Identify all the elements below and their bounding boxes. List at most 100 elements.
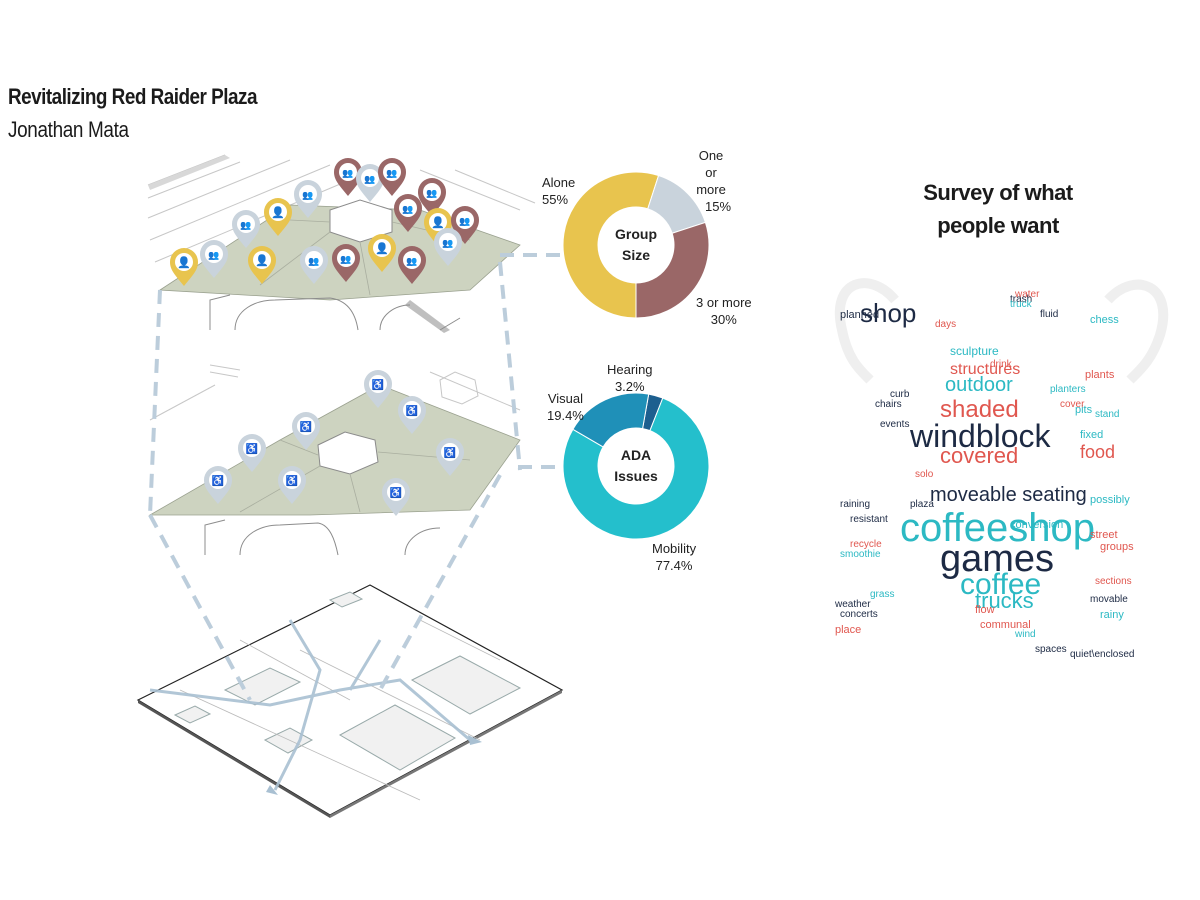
svg-text:👤: 👤 [375, 242, 389, 255]
svg-text:♿: ♿ [286, 474, 298, 487]
slice-label-one-or-more: One or more 15% [694, 147, 740, 215]
svg-text:👥: 👥 [240, 220, 251, 230]
word-cloud-term: possibly [1090, 494, 1130, 506]
word-cloud-term: street [1090, 529, 1118, 541]
donut-slice-visual[interactable] [572, 392, 650, 448]
word-cloud-term: pits [1075, 404, 1093, 416]
survey-title: Survey of what people want [900, 176, 1096, 242]
word-cloud-term: trucks [975, 588, 1034, 613]
slice-label-value: 3.2% [614, 379, 645, 394]
svg-text:♿: ♿ [390, 486, 402, 499]
svg-text:👤: 👤 [271, 206, 285, 219]
ada-center-label: ADA Issues [596, 445, 676, 487]
large-group-pin[interactable]: 👥 [332, 244, 360, 282]
accessibility-pin[interactable]: ♿ [436, 438, 464, 476]
slice-label-value: 55% [542, 192, 569, 207]
large-group-pin[interactable]: 👥 [394, 194, 422, 232]
accessibility-pin[interactable]: ♿ [292, 412, 320, 450]
slice-label-value: 15% [704, 199, 732, 214]
word-cloud-term: truck [1010, 299, 1032, 310]
word-cloud-term: conversion [1010, 519, 1064, 531]
word-cloud-term: shaded [940, 396, 1019, 423]
small-group-pin[interactable]: 👥 [200, 240, 228, 278]
alone-pin[interactable]: 👤 [248, 246, 276, 284]
word-cloud-term: cover [1060, 399, 1085, 410]
donut-slice-mobility[interactable] [562, 397, 710, 540]
svg-text:👤: 👤 [431, 216, 445, 229]
word-cloud-term: food [1080, 442, 1116, 462]
center-label-line: Issues [614, 468, 658, 484]
alone-pin[interactable]: 👤 [170, 248, 198, 286]
large-group-pin[interactable]: 👥 [418, 178, 446, 216]
word-cloud-term: flow [975, 604, 995, 616]
svg-text:👤: 👤 [255, 254, 269, 267]
word-cloud-term: chess [1090, 314, 1119, 326]
svg-text:👥: 👥 [340, 254, 351, 264]
slice-label-mobility: Mobility 77.4% [652, 540, 696, 574]
word-cloud-term: planned [840, 309, 880, 321]
word-cloud-term: chairs [875, 399, 902, 410]
slice-label-3-or-more: 3 or more 30% [696, 294, 752, 328]
word-cloud-term: recycle [850, 539, 882, 550]
large-group-pin[interactable]: 👥 [378, 158, 406, 196]
alone-pin[interactable]: 👤 [368, 234, 396, 272]
word-cloud-term: movable [1090, 594, 1128, 605]
ada-pins: ♿ ♿ ♿ ♿ ♿ ♿ ♿ ♿ [204, 370, 464, 516]
small-group-pin[interactable]: 👥 [294, 180, 322, 218]
word-cloud-term: concerts [840, 609, 878, 620]
word-cloud-term: rainy [1100, 609, 1124, 621]
alone-pin[interactable]: 👤 [424, 208, 452, 246]
slice-label-value: 19.4% [547, 408, 584, 423]
donut-slice-alone[interactable] [562, 171, 660, 319]
survey-title-line: people want [937, 213, 1059, 238]
word-cloud-term: smoothie [840, 549, 881, 560]
word-cloud-term: fixed [1080, 429, 1104, 441]
small-group-pin[interactable]: 👥 [434, 228, 462, 266]
word-cloud-term: wind [1015, 629, 1036, 640]
word-cloud-term: grass [870, 589, 895, 600]
alone-pin[interactable]: 👤 [264, 198, 292, 236]
small-group-pin[interactable]: 👥 [232, 210, 260, 248]
word-cloud-term: plants [1085, 369, 1115, 381]
word-cloud-term: sections [1095, 576, 1132, 587]
word-cloud-term: spaces [1035, 644, 1067, 655]
word-cloud-term: trash [1010, 294, 1033, 305]
donut-slice-3-or-more[interactable] [635, 221, 710, 319]
word-cloud-term: outdoor [945, 374, 1013, 396]
word-cloud-term: raining [840, 499, 871, 510]
svg-text:♿: ♿ [300, 420, 312, 433]
word-cloud-term: covered [940, 443, 1019, 468]
accessibility-pin[interactable]: ♿ [364, 370, 392, 408]
accessibility-pin[interactable]: ♿ [398, 396, 426, 434]
word-cloud-term: games [940, 538, 1055, 580]
small-group-pin[interactable]: 👥 [356, 164, 384, 202]
slice-label-value: 77.4% [655, 558, 693, 573]
accessibility-pin[interactable]: ♿ [238, 434, 266, 472]
svg-text:👥: 👥 [426, 188, 437, 198]
svg-text:👥: 👥 [342, 168, 353, 178]
svg-text:👥: 👥 [402, 204, 413, 214]
accessibility-pin[interactable]: ♿ [278, 466, 306, 504]
word-cloud-term: structures [950, 361, 1021, 378]
center-label-line: Size [621, 247, 650, 263]
slice-label-visual: Visual 19.4% [547, 390, 584, 424]
svg-text:👥: 👥 [364, 174, 375, 184]
word-cloud-term: moveable seating [930, 484, 1087, 506]
accessibility-pin[interactable]: ♿ [382, 478, 410, 516]
small-group-pin[interactable]: 👥 [300, 246, 328, 284]
word-cloud-term: events [880, 419, 910, 430]
large-group-pin[interactable]: 👥 [334, 158, 362, 196]
word-cloud-term: drink [990, 359, 1012, 370]
large-group-pin[interactable]: 👥 [398, 246, 426, 284]
word-cloud-term: shop [860, 298, 917, 328]
slice-label-text: Alone [542, 175, 576, 190]
large-group-pin[interactable]: 👥 [451, 206, 479, 244]
center-label-line: Group [615, 226, 657, 242]
page-title: Revitalizing Red Raider Plaza [8, 84, 257, 109]
svg-text:♿: ♿ [212, 474, 224, 487]
accessibility-pin[interactable]: ♿ [204, 466, 232, 504]
svg-text:👥: 👥 [459, 216, 470, 226]
